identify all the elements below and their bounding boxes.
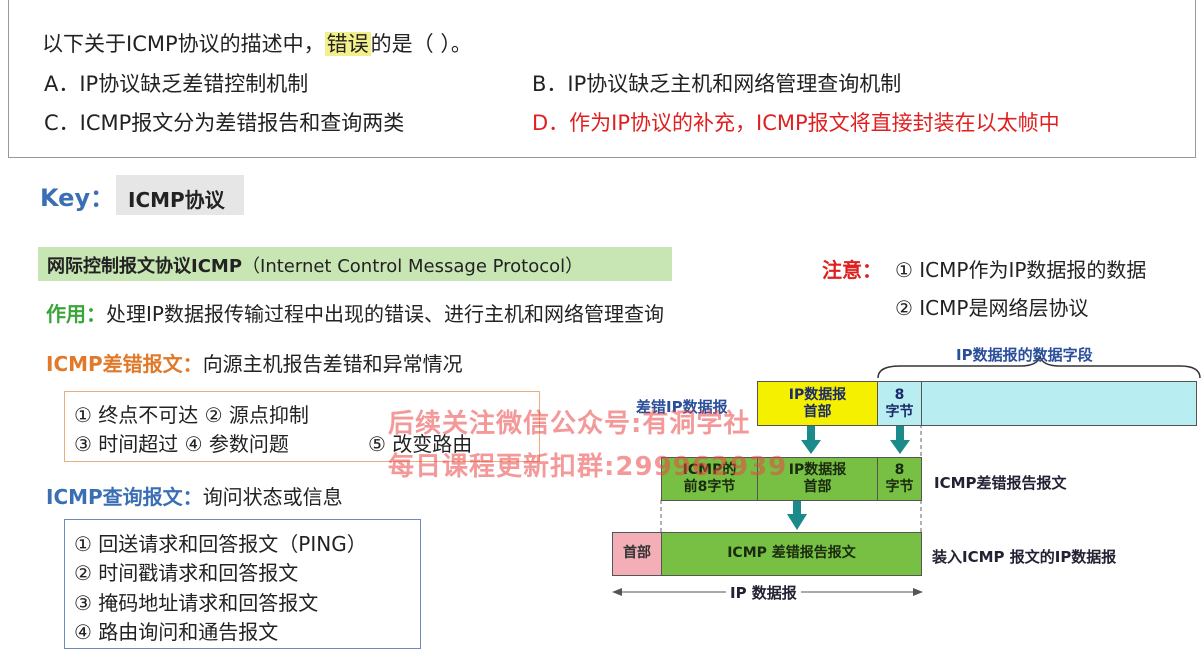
- query-item-1: ① 回送请求和回答报文（PING）: [74, 532, 367, 556]
- query-item-3: ③ 掩码地址请求和回答报文: [74, 591, 319, 615]
- error-msg-label: ICMP差错报文：: [46, 352, 203, 376]
- data-field-label: IP数据报的数据字段: [956, 346, 1093, 364]
- definition-text: 网际控制报文协议ICMP（Internet Control Message Pr…: [47, 252, 583, 278]
- query-msg-label: ICMP查询报文：: [46, 485, 203, 509]
- icmp-front-line1: ICMP的: [682, 462, 737, 478]
- data-field-brace: [877, 355, 1201, 379]
- ip-header-line1: IP数据报: [788, 387, 847, 403]
- definition-bold: 网际控制报文协议ICMP: [47, 256, 243, 277]
- query-types-box: [64, 519, 421, 649]
- stem-highlight: 错误: [324, 32, 371, 56]
- error-types-box: [64, 391, 540, 462]
- note-label: 注意：: [822, 258, 882, 282]
- definition-rest: （Internet Control Message Protocol）: [242, 256, 584, 277]
- eight-bytes-cell: 8 字节: [877, 381, 922, 426]
- eight-line2: 字节: [885, 404, 914, 420]
- icmp-ipheader-line2: 首部: [803, 479, 832, 495]
- eight-line1: 8: [894, 387, 905, 403]
- query-msg-text: 询问状态或信息: [202, 485, 343, 509]
- icmp-eight-cell: 8 字节: [877, 457, 922, 501]
- definition-bar: [38, 247, 672, 281]
- icmp-eight-line2: 字节: [885, 479, 914, 495]
- question-stem: 以下关于ICMP协议的描述中，错误的是（ ）。: [42, 28, 472, 58]
- query-item-4: ④ 路由询问和通告报文: [74, 620, 279, 644]
- ip-datagram-label: IP 数据报: [726, 582, 801, 603]
- watermark-line1: 后续关注微信公众号:有洞学社: [388, 409, 751, 439]
- ip-header-cell: IP数据报 首部: [757, 381, 878, 426]
- option-d-answer: D．作为IP协议的补充，ICMP报文将直接封装在以太帧中: [532, 111, 1060, 135]
- encap-label: 装入ICMP 报文的IP数据报: [932, 548, 1117, 566]
- error-types-row2a: ③ 时间超过 ④ 参数问题: [74, 432, 289, 456]
- icmp-front-cell: ICMP的 前8字节: [661, 457, 758, 501]
- key-label: Key：: [40, 184, 115, 212]
- icmp-report-label: ICMP差错报告报文: [934, 474, 1067, 492]
- icmp-eight-line1: 8: [894, 462, 905, 478]
- question-box: [8, 0, 1196, 158]
- data-rest-cell: [921, 381, 1197, 426]
- option-c: C．ICMP报文分为差错报告和查询两类: [44, 111, 405, 135]
- stem-prefix: 以下关于ICMP协议的描述中，: [42, 32, 325, 56]
- error-ip-label: 差错IP数据报: [636, 398, 728, 416]
- purpose-text: 处理IP数据报传输过程中出现的错误、进行主机和网络管理查询: [106, 302, 664, 326]
- header-cell: 首部: [612, 532, 662, 576]
- key-topic-box: [116, 175, 244, 215]
- error-types-row2b: ⑤ 改变路由: [368, 432, 473, 456]
- note-item-1: ① ICMP作为IP数据报的数据: [895, 258, 1147, 282]
- stem-suffix: 的是（ ）。: [370, 32, 472, 56]
- purpose-line: 作用：处理IP数据报传输过程中出现的错误、进行主机和网络管理查询: [46, 298, 664, 327]
- icmp-report-cell: ICMP 差错报告报文: [661, 532, 922, 576]
- query-msg-line: ICMP查询报文：询问状态或信息: [46, 481, 343, 510]
- note-item-2: ② ICMP是网络层协议: [895, 296, 1089, 320]
- error-msg-text: 向源主机报告差错和异常情况: [202, 352, 463, 376]
- error-types-row1: ① 终点不可达 ② 源点抑制: [74, 403, 309, 427]
- icmp-front-line2: 前8字节: [683, 479, 736, 495]
- ip-header-line2: 首部: [803, 404, 832, 420]
- key-topic: ICMP协议: [128, 188, 225, 212]
- option-a: A．IP协议缺乏差错控制机制: [44, 72, 309, 96]
- arrows: [787, 426, 910, 530]
- watermark-line2: 每日课程更新扣群:299962939: [388, 452, 788, 482]
- option-b: B．IP协议缺乏主机和网络管理查询机制: [532, 72, 902, 96]
- error-msg-line: ICMP差错报文：向源主机报告差错和异常情况: [46, 348, 463, 377]
- icmp-ipheader-line1: IP数据报: [788, 462, 847, 478]
- query-item-2: ② 时间戳请求和回答报文: [74, 561, 299, 585]
- purpose-label: 作用：: [46, 302, 106, 326]
